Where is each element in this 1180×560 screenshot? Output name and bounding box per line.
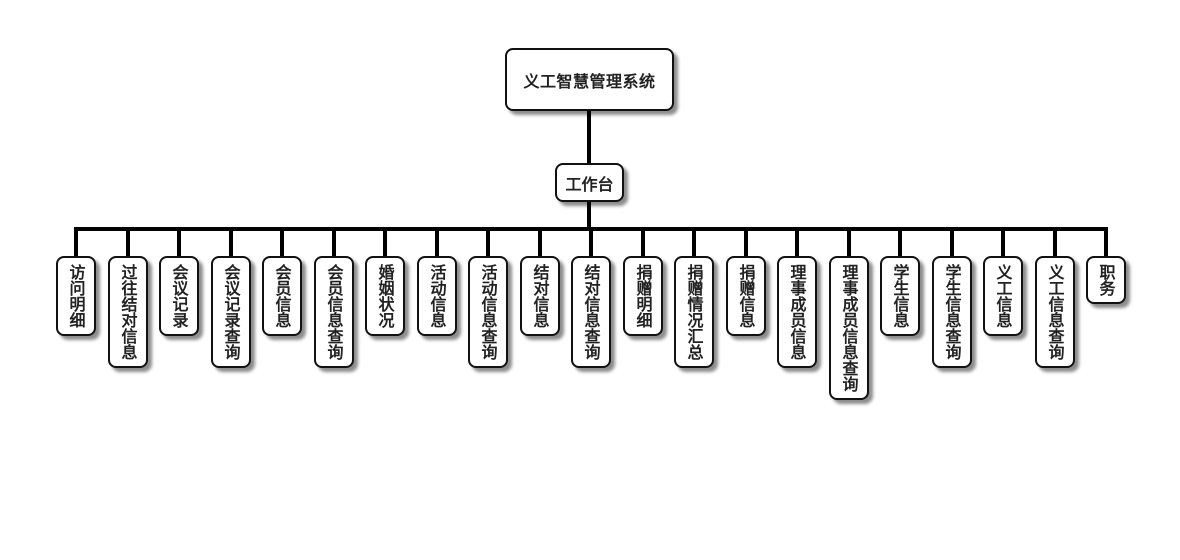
leaf-label: 结对信息 <box>530 264 550 328</box>
connector-drop <box>229 229 233 257</box>
connector-drop <box>847 229 851 257</box>
root-node[interactable]: 义工智慧管理系统 <box>505 48 674 111</box>
leaf-node-donation-details[interactable]: 捐赠明细 <box>623 256 663 336</box>
leaf-label: 捐赠明细 <box>633 264 653 328</box>
leaf-label: 义工信息查询 <box>1045 264 1065 360</box>
connector-drop <box>795 229 799 257</box>
connector-drop <box>641 229 645 257</box>
leaf-node-activity-info-query[interactable]: 活动信息查询 <box>468 256 508 368</box>
connector-drop <box>74 229 78 257</box>
leaf-node-marital-status[interactable]: 婚姻状况 <box>365 256 405 336</box>
leaf-label: 捐赠情况汇总 <box>684 264 704 360</box>
leaf-node-student-info[interactable]: 学生信息 <box>880 256 920 336</box>
workbench-node[interactable]: 工作台 <box>555 163 624 202</box>
connector-drop <box>486 229 490 257</box>
leaf-node-volunteer-info-query[interactable]: 义工信息查询 <box>1035 256 1075 368</box>
leaf-label: 理事成员信息 <box>787 264 807 360</box>
leaf-label: 活动信息 <box>427 264 447 328</box>
connector-drop <box>692 229 696 257</box>
leaf-node-meeting-records[interactable]: 会议记录 <box>159 256 199 336</box>
leaf-label: 捐赠信息 <box>736 264 756 328</box>
leaf-node-pairing-info-query[interactable]: 结对信息查询 <box>571 256 611 368</box>
connector-mid-to-bus <box>587 202 591 229</box>
leaf-label: 过往结对信息 <box>118 264 138 360</box>
connector-drop <box>538 229 542 257</box>
leaf-node-visit-details[interactable]: 访问明细 <box>56 256 96 336</box>
leaf-label: 婚姻状况 <box>375 264 395 328</box>
connector-drop <box>435 229 439 257</box>
leaf-node-board-member-info[interactable]: 理事成员信息 <box>777 256 817 368</box>
connector-drop <box>332 229 336 257</box>
leaf-label: 学生信息 <box>890 264 910 328</box>
leaf-node-activity-info[interactable]: 活动信息 <box>417 256 457 336</box>
connector-drop <box>280 229 284 257</box>
connector-drop <box>1001 229 1005 257</box>
leaf-node-position[interactable]: 职务 <box>1086 256 1126 304</box>
leaf-label: 会议记录查询 <box>221 264 241 360</box>
leaf-node-donation-info[interactable]: 捐赠信息 <box>726 256 766 336</box>
connector-drop <box>950 229 954 257</box>
leaf-node-meeting-records-query[interactable]: 会议记录查询 <box>211 256 251 368</box>
connector-drop <box>1053 229 1057 257</box>
leaf-label: 义工信息 <box>993 264 1013 328</box>
connector-root-to-mid <box>587 111 591 163</box>
leaf-node-member-info[interactable]: 会员信息 <box>262 256 302 336</box>
leaf-node-board-member-info-query[interactable]: 理事成员信息查询 <box>829 256 869 400</box>
connector-drop <box>177 229 181 257</box>
leaf-node-student-info-query[interactable]: 学生信息查询 <box>932 256 972 368</box>
leaf-label: 访问明细 <box>66 264 86 328</box>
leaf-node-pairing-info[interactable]: 结对信息 <box>520 256 560 336</box>
workbench-node-label: 工作台 <box>565 174 614 194</box>
leaf-node-member-info-query[interactable]: 会员信息查询 <box>314 256 354 368</box>
leaf-label: 会议记录 <box>169 264 189 328</box>
connector-drop <box>898 229 902 257</box>
leaf-label: 活动信息查询 <box>478 264 498 360</box>
leaf-label: 理事成员信息查询 <box>839 264 859 392</box>
leaf-node-donation-summary[interactable]: 捐赠情况汇总 <box>674 256 714 368</box>
leaf-node-volunteer-info[interactable]: 义工信息 <box>983 256 1023 336</box>
connector-drop <box>383 229 387 257</box>
leaf-label: 结对信息查询 <box>581 264 601 360</box>
leaf-label: 会员信息 <box>272 264 292 328</box>
connector-drop <box>744 229 748 257</box>
connector-drop <box>1104 229 1108 257</box>
leaf-label: 学生信息查询 <box>942 264 962 360</box>
connector-drop <box>126 229 130 257</box>
leaf-label: 职务 <box>1096 264 1116 296</box>
connector-drop <box>589 229 593 257</box>
leaf-label: 会员信息查询 <box>324 264 344 360</box>
leaf-node-past-pairing-info[interactable]: 过往结对信息 <box>108 256 148 368</box>
root-node-label: 义工智慧管理系统 <box>523 71 656 91</box>
